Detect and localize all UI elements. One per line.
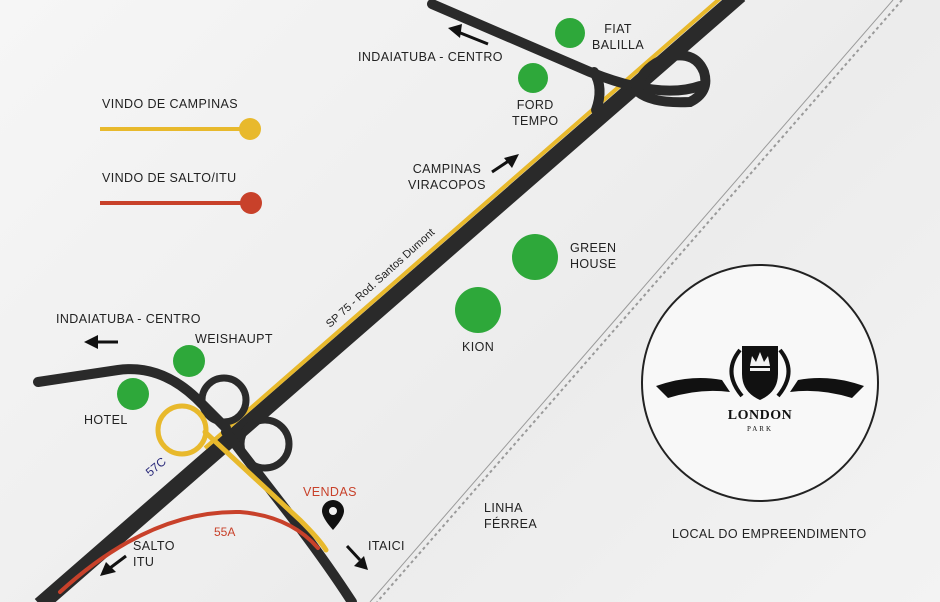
location-pin-icon (322, 500, 344, 530)
place-ford-label: FORD TEMPO (512, 98, 559, 128)
road-57c-label: 57C (143, 454, 169, 479)
laurel-right-icon (776, 348, 791, 398)
logo-name: LONDON (727, 408, 793, 423)
weishaupt-marker (173, 345, 205, 377)
crown-icon (750, 352, 770, 366)
place-kion-label: KION (462, 340, 495, 354)
legend-campinas-label: VINDO DE CAMPINAS (102, 97, 238, 111)
arrow-indaiatuba-top-icon (448, 24, 489, 46)
logo-sub: PARK (746, 425, 774, 433)
arrow-indaiatuba-left-icon (84, 335, 118, 349)
direction-salto: SALTO ITU (133, 539, 175, 569)
road-55a-label: 55A (214, 525, 235, 539)
direction-indaiatuba-left: INDAIATUBA - CENTRO (56, 312, 201, 326)
ribbon-left-icon (656, 378, 730, 398)
railway-line (369, 0, 903, 602)
highway-sp75 (34, 0, 746, 602)
ford-marker (518, 63, 548, 93)
direction-indaiatuba-top: INDAIATUBA - CENTRO (358, 50, 503, 64)
place-vendas-label: VENDAS (303, 485, 357, 499)
logo-caption: LOCAL DO EMPREENDIMENTO (672, 527, 867, 541)
legend-salto-label: VINDO DE SALTO/ITU (102, 171, 237, 185)
bottom-interchange (33, 364, 357, 602)
legend-salto-line (100, 192, 262, 214)
shield-icon (742, 346, 778, 400)
place-weishaupt-label: WEISHAUPT (195, 332, 273, 346)
railway-label: LINHA FÉRREA (484, 501, 538, 531)
place-green-house-label: GREEN HOUSE (570, 241, 617, 271)
laurel-left-icon (729, 348, 744, 398)
fiat-marker (555, 18, 585, 48)
top-interchange (427, 0, 711, 115)
green-house-marker (512, 234, 558, 280)
direction-campinas: CAMPINAS VIRACOPOS (408, 162, 486, 192)
arrow-salto-icon (100, 554, 127, 576)
arrow-itaici-icon (345, 544, 368, 570)
direction-itaici: ITAICI (368, 539, 405, 553)
hotel-marker (117, 378, 149, 410)
place-hotel-label: HOTEL (84, 413, 128, 427)
legend-campinas-line (100, 118, 261, 140)
place-fiat-label: FIAT BALILLA (592, 22, 645, 52)
logo-badge (641, 264, 879, 502)
ribbon-right-icon (790, 378, 864, 398)
kion-marker (455, 287, 501, 333)
arrow-campinas-icon (491, 154, 519, 174)
